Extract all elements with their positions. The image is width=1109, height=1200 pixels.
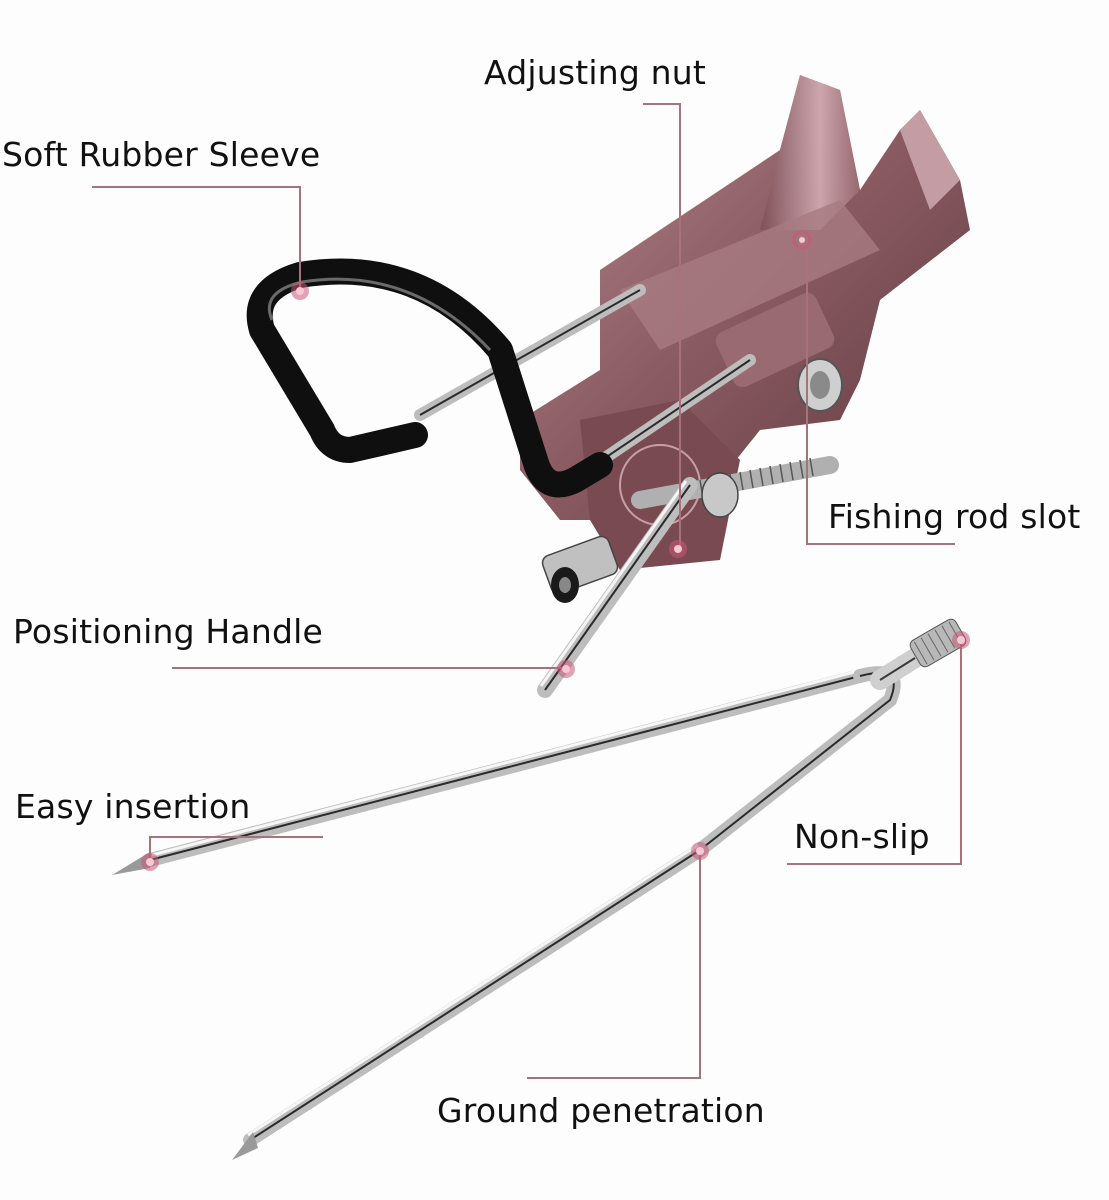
callout-dot-soft-rubber-sleeve [291, 282, 309, 300]
label-ground-penetration: Ground penetration [437, 1091, 765, 1130]
callout-dots [141, 230, 970, 871]
callout-line-fishing-rod-slot [806, 241, 955, 545]
label-adjusting-nut: Adjusting nut [484, 53, 707, 92]
callout-dot-ground-penetration [691, 842, 709, 860]
positioning-handle-rod [537, 477, 698, 698]
ground-stake [112, 618, 967, 1160]
label-easy-insertion: Easy insertion [15, 787, 251, 826]
callout-line-non-slip [787, 640, 962, 865]
callout-dot-adjusting-nut [669, 540, 687, 558]
callout-lines [92, 103, 962, 1079]
callout-dot-easy-insertion [141, 853, 159, 871]
callout-line-adjusting-nut [643, 103, 681, 548]
callout-dot-non-slip [952, 631, 970, 649]
threaded-bolt [541, 456, 839, 603]
label-soft-rubber-sleeve: Soft Rubber Sleeve [2, 135, 321, 174]
label-non-slip: Non-slip [794, 817, 930, 856]
bracket-body [520, 75, 970, 570]
callout-dot-positioning-handle [557, 660, 575, 678]
label-positioning-handle: Positioning Handle [13, 612, 323, 651]
rubber-sleeve [246, 258, 613, 498]
callout-line-ground-penetration [527, 852, 701, 1079]
label-fishing-rod-slot: Fishing rod slot [828, 497, 1081, 536]
callout-dot-fishing-rod-slot [792, 230, 812, 250]
callout-line-soft-rubber-sleeve [92, 186, 301, 290]
